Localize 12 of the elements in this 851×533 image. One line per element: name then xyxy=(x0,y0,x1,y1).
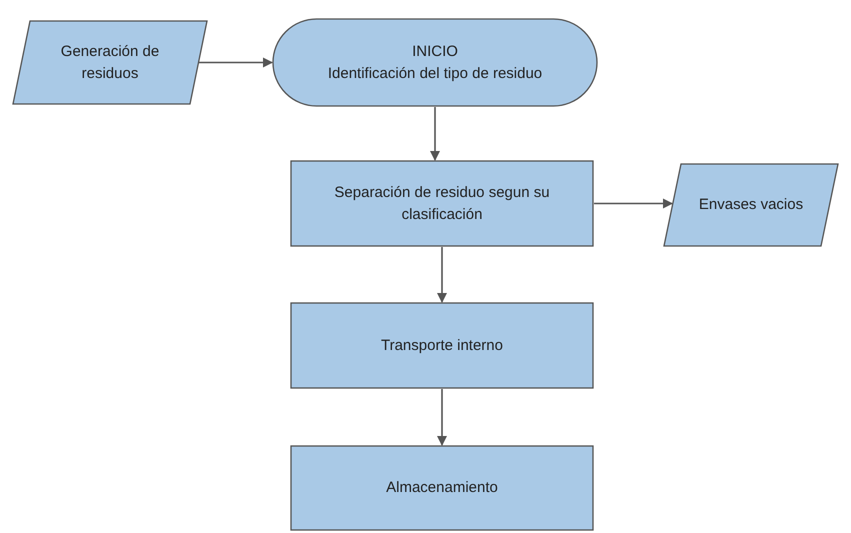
arrow xyxy=(437,247,447,303)
node-text: Almacenamiento xyxy=(386,478,498,498)
arrow xyxy=(199,58,273,68)
node-text: INICIO xyxy=(412,42,458,62)
arrow xyxy=(594,198,673,208)
node-text: Envases vacios xyxy=(698,195,804,216)
node-text: Generación de residuos xyxy=(60,42,160,84)
arrow xyxy=(437,389,447,446)
arrow xyxy=(430,107,440,161)
node-text: Transporte interno xyxy=(380,336,503,356)
node-text: Identificación del tipo de residuo xyxy=(328,64,542,84)
node-text: Separación de residuo segun su clasificación xyxy=(333,182,551,224)
